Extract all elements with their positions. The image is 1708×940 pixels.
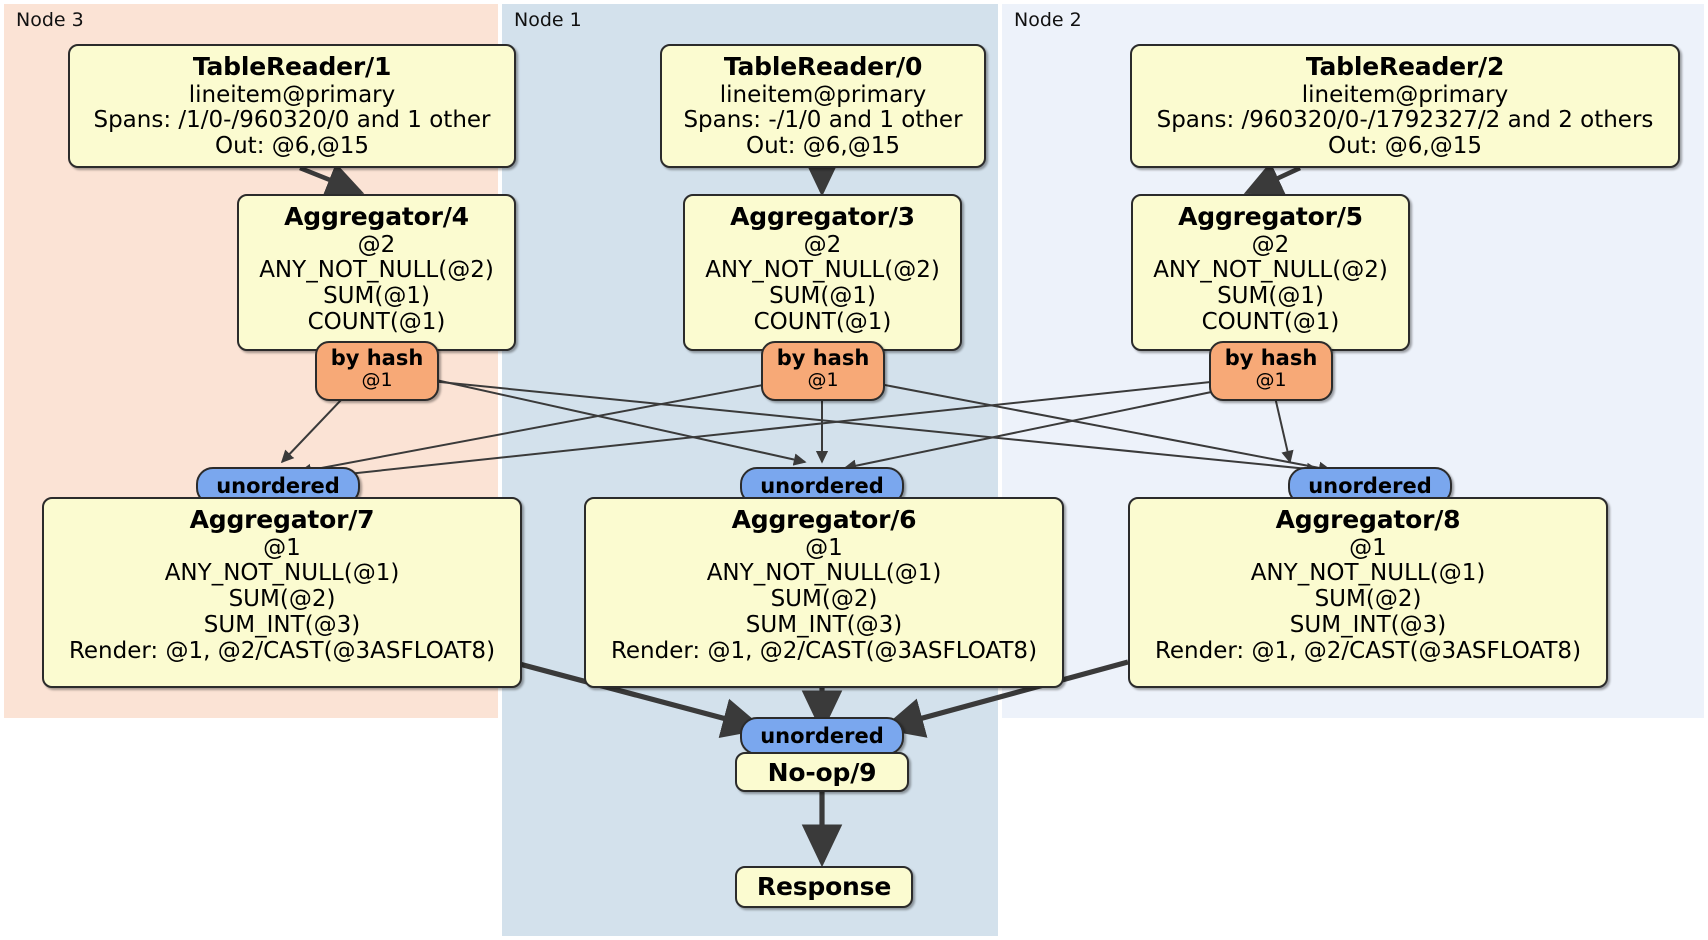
- processor-noop-9[interactable]: No-op/9: [735, 752, 909, 792]
- router-sublabel: @1: [1255, 369, 1287, 392]
- processor-detail-line: ANY_NOT_NULL(@2): [705, 257, 940, 284]
- processor-detail-line: COUNT(@1): [753, 309, 892, 336]
- processor-title: Aggregator/8: [1275, 505, 1461, 534]
- processor-detail-line: SUM_INT(@3): [1289, 612, 1447, 639]
- router-by-hash-center[interactable]: by hash @1: [761, 341, 885, 401]
- processor-title: Aggregator/7: [189, 505, 375, 534]
- processor-title: TableReader/2: [1305, 52, 1505, 81]
- processor-detail-line: @1: [1349, 534, 1387, 561]
- processor-detail-line: SUM(@1): [323, 283, 430, 310]
- processor-detail-line: SUM_INT(@3): [203, 612, 361, 639]
- router-sublabel: @1: [807, 369, 839, 392]
- processor-detail-line: Out: @6,@15: [746, 133, 900, 160]
- processor-tablereader-1[interactable]: TableReader/1 lineitem@primary Spans: /1…: [68, 44, 516, 168]
- processor-detail-line: Spans: -/1/0 and 1 other: [683, 107, 963, 134]
- processor-title: TableReader/0: [723, 52, 923, 81]
- processor-aggregator-7[interactable]: Aggregator/7 @1 ANY_NOT_NULL(@1) SUM(@2)…: [42, 497, 522, 688]
- synchronizer-unordered-final[interactable]: unordered: [740, 717, 904, 755]
- processor-detail-line: lineitem@primary: [188, 81, 396, 108]
- router-by-hash-left[interactable]: by hash @1: [315, 341, 439, 401]
- processor-aggregator-6[interactable]: Aggregator/6 @1 ANY_NOT_NULL(@1) SUM(@2)…: [584, 497, 1064, 688]
- processor-detail-line: SUM(@1): [769, 283, 876, 310]
- router-sublabel: @1: [361, 369, 393, 392]
- processor-detail-line: ANY_NOT_NULL(@1): [1250, 560, 1486, 587]
- processor-detail-line: Render: @1, @2/CAST(@3ASFLOAT8): [1154, 638, 1582, 665]
- processor-title: TableReader/1: [192, 52, 392, 81]
- processor-detail-line: @1: [263, 534, 301, 561]
- processor-title: Aggregator/5: [1178, 202, 1363, 231]
- router-label: by hash: [1224, 346, 1318, 370]
- processor-aggregator-4[interactable]: Aggregator/4 @2 ANY_NOT_NULL(@2) SUM(@1)…: [237, 194, 516, 351]
- node-panel-label: Node 1: [514, 9, 582, 31]
- processor-detail-line: Spans: /960320/0-/1792327/2 and 2 others: [1156, 107, 1654, 134]
- processor-title: Aggregator/4: [284, 202, 469, 231]
- processor-tablereader-0[interactable]: TableReader/0 lineitem@primary Spans: -/…: [660, 44, 986, 168]
- processor-aggregator-8[interactable]: Aggregator/8 @1 ANY_NOT_NULL(@1) SUM(@2)…: [1128, 497, 1608, 688]
- processor-detail-line: @2: [1251, 231, 1290, 258]
- processor-title: Aggregator/3: [730, 202, 915, 231]
- processor-detail-line: @2: [357, 231, 396, 258]
- processor-title: Aggregator/6: [731, 505, 917, 534]
- processor-detail-line: SUM(@2): [770, 586, 878, 613]
- processor-detail-line: Render: @1, @2/CAST(@3ASFLOAT8): [68, 638, 496, 665]
- processor-response[interactable]: Response: [735, 866, 913, 908]
- node-panel-label: Node 3: [16, 9, 84, 31]
- processor-title: Response: [756, 872, 892, 901]
- node-panel-label: Node 2: [1014, 9, 1082, 31]
- synchronizer-label: unordered: [216, 473, 340, 498]
- processor-detail-line: @1: [805, 534, 843, 561]
- synchronizer-label: unordered: [1308, 473, 1432, 498]
- processor-detail-line: ANY_NOT_NULL(@1): [164, 560, 400, 587]
- processor-detail-line: SUM(@1): [1217, 283, 1324, 310]
- processor-detail-line: @2: [803, 231, 842, 258]
- processor-title: No-op/9: [767, 758, 877, 787]
- processor-detail-line: ANY_NOT_NULL(@2): [1153, 257, 1388, 284]
- processor-tablereader-2[interactable]: TableReader/2 lineitem@primary Spans: /9…: [1130, 44, 1680, 168]
- processor-detail-line: COUNT(@1): [1201, 309, 1340, 336]
- processor-detail-line: ANY_NOT_NULL(@1): [706, 560, 942, 587]
- synchronizer-label: unordered: [760, 473, 884, 498]
- router-label: by hash: [330, 346, 424, 370]
- processor-detail-line: SUM(@2): [1314, 586, 1422, 613]
- processor-detail-line: Render: @1, @2/CAST(@3ASFLOAT8): [610, 638, 1038, 665]
- processor-aggregator-5[interactable]: Aggregator/5 @2 ANY_NOT_NULL(@2) SUM(@1)…: [1131, 194, 1410, 351]
- processor-aggregator-3[interactable]: Aggregator/3 @2 ANY_NOT_NULL(@2) SUM(@1)…: [683, 194, 962, 351]
- processor-detail-line: Out: @6,@15: [215, 133, 369, 160]
- processor-detail-line: Spans: /1/0-/960320/0 and 1 other: [93, 107, 491, 134]
- processor-detail-line: lineitem@primary: [719, 81, 927, 108]
- processor-detail-line: SUM_INT(@3): [745, 612, 903, 639]
- processor-detail-line: lineitem@primary: [1301, 81, 1509, 108]
- router-label: by hash: [776, 346, 870, 370]
- processor-detail-line: ANY_NOT_NULL(@2): [259, 257, 494, 284]
- processor-detail-line: Out: @6,@15: [1328, 133, 1482, 160]
- router-by-hash-right[interactable]: by hash @1: [1209, 341, 1333, 401]
- synchronizer-label: unordered: [760, 723, 884, 748]
- processor-detail-line: COUNT(@1): [307, 309, 446, 336]
- processor-detail-line: SUM(@2): [228, 586, 336, 613]
